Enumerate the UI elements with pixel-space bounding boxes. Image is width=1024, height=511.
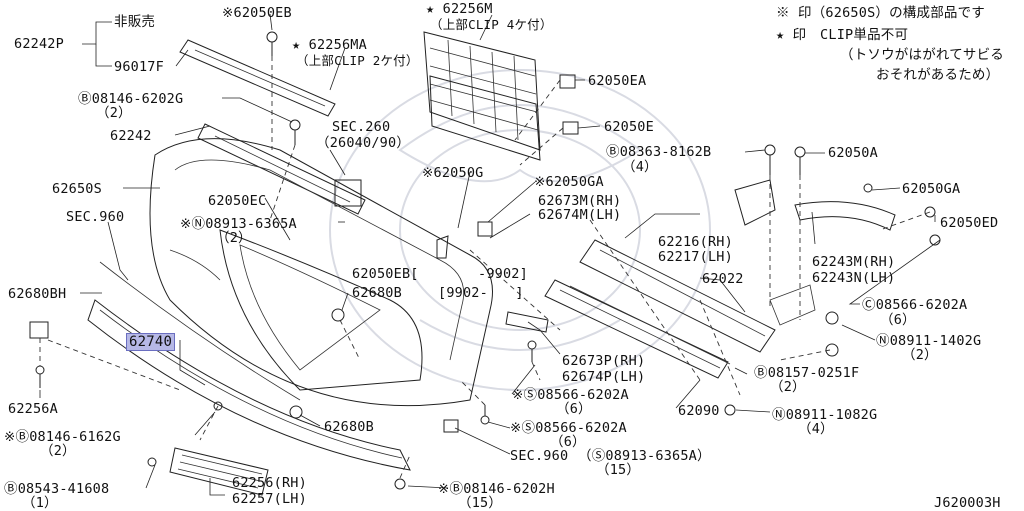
part-label-08911-1082G-qty: （4） — [798, 421, 834, 437]
part-label-62050EB-mid[interactable]: 62050EB[ — [352, 266, 419, 282]
part-label-08157-0251F-qty: （2） — [770, 379, 806, 395]
watermark-emblem — [329, 69, 711, 391]
part-label-62740-highlighted[interactable]: 62740 — [126, 333, 176, 351]
part-label-62256M-sub: （上部CLIP 4ケ付） — [430, 17, 553, 32]
part-label-08911-1402G[interactable]: Ⓝ08911-1402G — [876, 333, 982, 349]
part-label-08913-6365A-b-qty: （15） — [596, 462, 641, 478]
upper-bracket-62242 — [179, 39, 366, 215]
part-label-62243M[interactable]: 62243M(RH) — [812, 254, 896, 270]
part-label-08146-6202G-qty: （2） — [96, 105, 132, 121]
absorber-62090 — [544, 279, 731, 379]
part-label-62050G[interactable]: ※62050G — [422, 165, 484, 181]
part-label-62680BH[interactable]: 62680BH — [8, 286, 67, 302]
assembly-lines — [39, 56, 931, 479]
reinforcement-62022 — [579, 239, 776, 353]
part-label-08913-6365A[interactable]: ※Ⓝ08913-6365A — [180, 216, 297, 232]
side-brackets — [734, 179, 896, 326]
fog-grille — [169, 447, 269, 496]
part-label-62680B-bottom[interactable]: 62680B — [324, 419, 374, 435]
part-label-08566-6202A-b-qty: （6） — [550, 434, 586, 450]
part-label-08146-6202H-qty: （15） — [458, 495, 503, 511]
part-label-08363-8162B-qty: （4） — [622, 159, 658, 175]
note-clip-not-sold: ★ 印 CLIP単品不可 — [776, 27, 909, 43]
part-label-08911-1402G-qty: （2） — [902, 347, 938, 363]
part-label-SEC960-left[interactable]: SEC.960 — [66, 209, 125, 225]
part-label-SEC260[interactable]: SEC.260 — [332, 119, 391, 135]
part-label-08566-6202A-right[interactable]: Ⓒ08566-6202A — [862, 297, 968, 313]
leader-lines — [39, 13, 941, 496]
part-label-not-sold: 非販売 — [114, 14, 156, 30]
part-label-08543-41608-qty: （1） — [22, 495, 58, 511]
upper-grille — [423, 31, 541, 161]
part-label-62674M[interactable]: 62674M(LH) — [538, 207, 622, 223]
part-label-62050GA-right[interactable]: 62050GA — [902, 181, 961, 197]
part-label-62673P[interactable]: 62673P(RH) — [562, 353, 646, 369]
part-label-9902-start: [9902- ] — [438, 285, 524, 301]
part-label-08566-6202A-a-qty: （6） — [556, 401, 592, 417]
part-label-08566-6202A-right-qty: （6） — [880, 312, 916, 328]
part-label-62256A[interactable]: 62256A — [8, 401, 58, 417]
part-label-08146-6202H[interactable]: ※Ⓑ08146-6202H — [438, 481, 555, 497]
part-label-62090[interactable]: 62090 — [678, 403, 720, 419]
part-label-62050ED[interactable]: 62050ED — [940, 215, 999, 231]
part-label-62256M[interactable]: ★ 62256M — [426, 1, 493, 17]
part-label-62257[interactable]: 62257(LH) — [232, 491, 307, 507]
part-label-SEC260-sub: （26040/90） — [316, 135, 411, 151]
part-label-SEC960-bottom[interactable]: SEC.960 — [510, 448, 569, 464]
part-label-62050GA-mid[interactable]: ※62050GA — [534, 174, 604, 190]
part-label-62050E[interactable]: 62050E — [604, 119, 654, 135]
part-label-62256MA[interactable]: ★ 62256MA — [292, 37, 367, 53]
part-label-9902-end: -9902] — [478, 266, 528, 282]
part-label-08146-6162G-qty: （2） — [40, 443, 76, 459]
note-reason-1: （トソウがはがれてサビる — [840, 47, 1004, 63]
part-label-08146-6162G[interactable]: ※Ⓑ08146-6162G — [4, 429, 121, 445]
part-label-62243N[interactable]: 62243N(LH) — [812, 270, 896, 286]
part-label-62256[interactable]: 62256(RH) — [232, 475, 307, 491]
part-label-62050EC[interactable]: 62050EC — [208, 193, 267, 209]
part-label-08566-6202A-a[interactable]: ※Ⓢ08566-6202A — [512, 387, 629, 403]
diagram-id: J620003H — [934, 495, 1001, 511]
part-label-08157-0251F[interactable]: Ⓑ08157-0251F — [754, 365, 860, 381]
part-label-08911-1082G[interactable]: Ⓝ08911-1082G — [772, 407, 878, 423]
part-label-62242[interactable]: 62242 — [110, 128, 152, 144]
part-label-08363-8162B[interactable]: Ⓑ08363-8162B — [606, 144, 712, 160]
part-label-62050A[interactable]: 62050A — [828, 145, 878, 161]
part-label-62022[interactable]: 62022 — [702, 271, 744, 287]
part-label-08146-6202G[interactable]: Ⓑ08146-6202G — [78, 91, 184, 107]
bumper-shell — [99, 138, 493, 407]
part-label-08566-6202A-b[interactable]: ※Ⓢ08566-6202A — [510, 420, 627, 436]
part-label-62242P[interactable]: 62242P — [14, 36, 64, 52]
part-label-62673M[interactable]: 62673M(RH) — [538, 193, 622, 209]
part-label-08913-6365A-b[interactable]: （Ⓢ08913-6365A） — [578, 448, 711, 464]
note-component-of: ※ 印（62650S）の構成部品です — [776, 5, 985, 21]
part-label-08543-41608[interactable]: Ⓑ08543-41608 — [4, 481, 110, 497]
note-reason-2: おそれがあるため） — [876, 67, 1000, 83]
part-label-62050EB-top[interactable]: ※62050EB — [222, 5, 292, 21]
part-label-62217[interactable]: 62217(LH) — [658, 249, 733, 265]
part-label-62680B-mid[interactable]: 62680B — [352, 285, 402, 301]
part-label-96017F[interactable]: 96017F — [114, 59, 164, 75]
part-label-62674P[interactable]: 62674P(LH) — [562, 369, 646, 385]
part-label-62216[interactable]: 62216(RH) — [658, 234, 733, 250]
part-label-08913-6365A-qty: （2） — [216, 230, 252, 246]
part-label-62650S[interactable]: 62650S — [52, 181, 102, 197]
part-label-62256MA-sub: （上部CLIP 2ケ付） — [296, 53, 419, 68]
part-label-62050EA[interactable]: 62050EA — [588, 73, 647, 89]
fasteners — [29, 31, 941, 490]
